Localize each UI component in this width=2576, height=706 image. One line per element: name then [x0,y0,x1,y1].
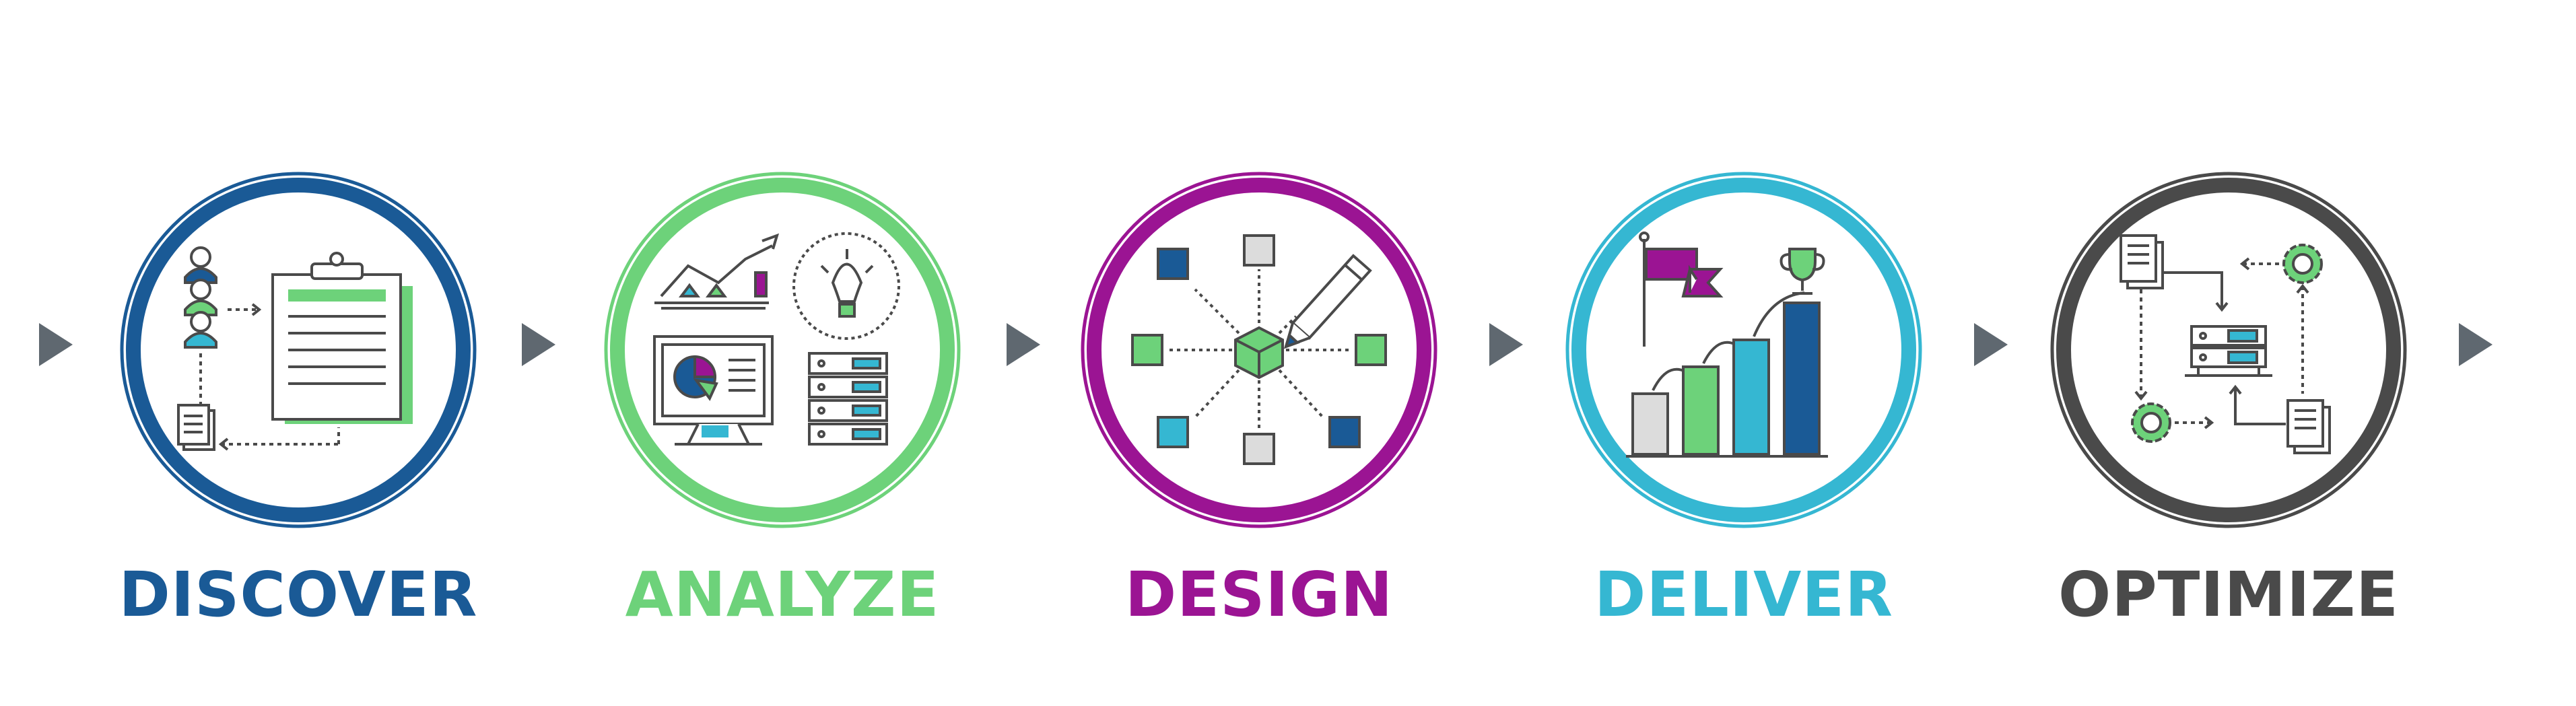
step-label-design: DESIGN [1124,559,1394,631]
step-optimize-ring [2050,172,2407,528]
flow-arrow-icon [1007,323,1040,366]
flow-arrow-icon [522,323,555,366]
flow-arrow-icon [1974,323,2008,366]
step-label-deliver: DELIVER [1594,559,1893,631]
step-label-optimize: OPTIMIZE [2058,559,2399,631]
step-label-discover: DISCOVER [118,559,478,631]
analytics-dashboard-icon [653,232,900,446]
growth-bars-icon [1626,232,1828,458]
flow-arrow-icon [1489,323,1523,366]
step-deliver-ring [1565,172,1922,528]
step-label-analyze: ANALYZE [625,559,940,631]
flow-arrow-icon [2459,323,2493,366]
gears-server-cycle-icon [2120,234,2331,454]
flow-arrow-icon [39,323,73,366]
design-network-icon [1131,234,1387,465]
step-analyze-ring [604,172,961,528]
people-clipboard-icon [177,246,413,451]
step-discover-ring [120,172,477,528]
step-design-ring [1081,172,1437,528]
